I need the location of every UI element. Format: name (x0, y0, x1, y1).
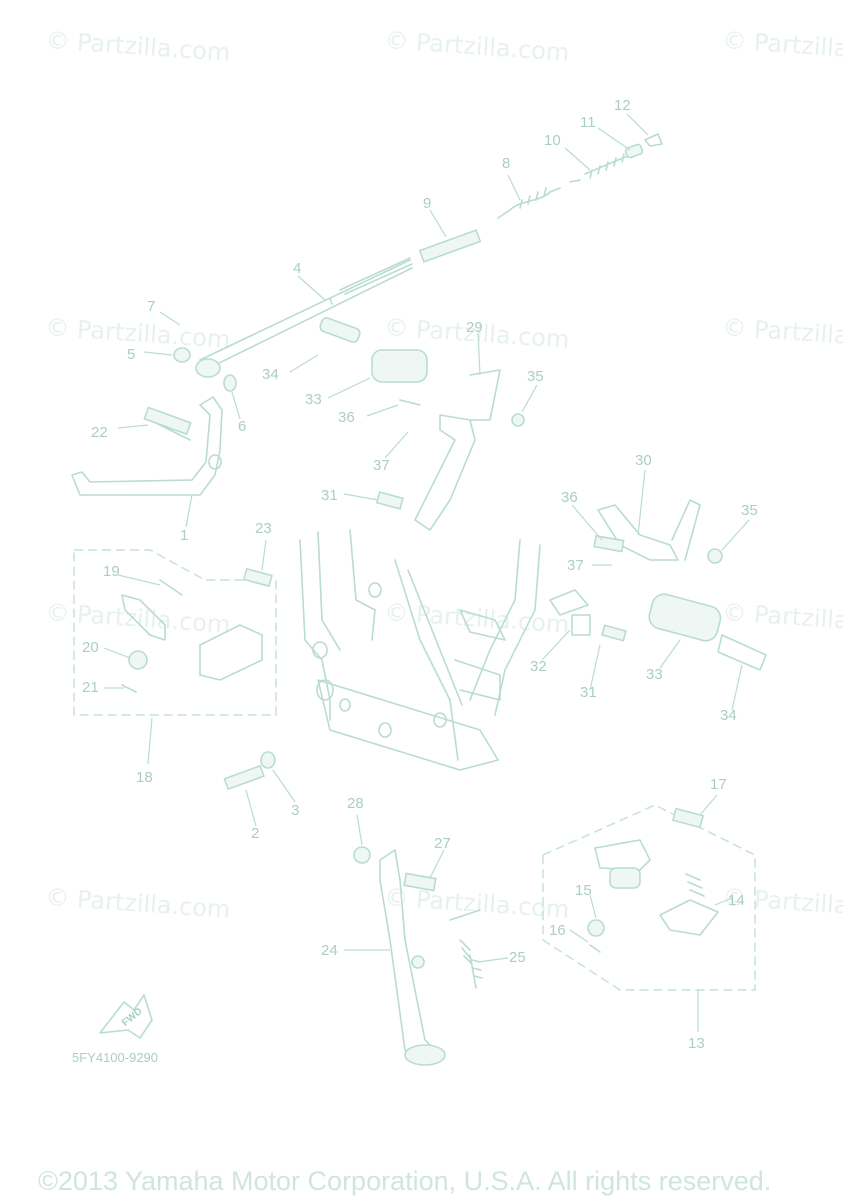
pivot-bolt-set (223, 751, 276, 791)
callout-36: 36 (561, 489, 578, 506)
watermark: © Partzilla.com (722, 598, 843, 639)
callout-37: 37 (567, 557, 584, 574)
callout-30: 30 (635, 452, 652, 469)
watermark: © Partzilla.com (722, 313, 843, 354)
callout-31: 31 (580, 684, 597, 701)
passenger-footrest-assembly (587, 807, 719, 953)
left-footrest-assembly (121, 567, 273, 693)
callout-24: 24 (321, 942, 338, 959)
callout-22: 22 (91, 424, 108, 441)
callout-2: 2 (251, 825, 259, 842)
callout-21: 21 (82, 679, 99, 696)
callout-9: 9 (423, 195, 431, 212)
forward-arrow: FWD (99, 994, 153, 1039)
callout-33: 33 (646, 666, 663, 683)
callout-15: 15 (575, 882, 592, 899)
callout-1: 1 (180, 527, 188, 544)
callout-17: 17 (710, 776, 727, 793)
callout-23: 23 (255, 520, 272, 537)
assembly-group-boxes (73, 549, 756, 991)
watermark: © Partzilla.com (45, 883, 232, 924)
shift-pedal (319, 317, 525, 531)
brake-rod-assembly (173, 133, 663, 392)
callout-7: 7 (147, 298, 155, 315)
callout-11: 11 (580, 114, 596, 131)
callout-28: 28 (347, 795, 364, 812)
right-footrest-assembly (549, 499, 767, 671)
callout-6: 6 (238, 418, 246, 435)
watermark: © Partzilla.com (722, 26, 843, 67)
callout-27: 27 (434, 835, 451, 852)
callout-8: 8 (502, 155, 510, 172)
callout-numbers: 1 2 3 4 5 6 7 8 9 10 11 12 13 14 15 16 1… (82, 97, 758, 1052)
watermark: © Partzilla.com (45, 26, 232, 67)
callout-3: 3 (291, 802, 299, 819)
callout-37: 37 (373, 457, 390, 474)
assembly-box-13 (542, 804, 756, 991)
watermark: © Partzilla.com (45, 598, 232, 639)
callout-10: 10 (544, 132, 561, 149)
callout-16: 16 (549, 922, 566, 939)
callout-36: 36 (338, 409, 355, 426)
callout-14: 14 (728, 892, 745, 909)
leader-lines (103, 113, 750, 1032)
callout-35: 35 (527, 368, 544, 385)
watermark: © Partzilla.com (45, 313, 232, 354)
callout-20: 20 (82, 639, 99, 656)
callout-34: 34 (262, 366, 279, 383)
callout-12: 12 (614, 97, 631, 114)
callout-35: 35 (741, 502, 758, 519)
sidestand-assembly (353, 846, 483, 1066)
diagram-code: 5FY4100-9290 (72, 1050, 158, 1065)
callout-25: 25 (509, 949, 526, 966)
callout-13: 13 (688, 1035, 705, 1052)
callout-4: 4 (293, 260, 301, 277)
callout-32: 32 (530, 658, 547, 675)
watermark: © Partzilla.com (384, 26, 571, 67)
frame-assembly (299, 529, 541, 771)
callout-5: 5 (127, 346, 135, 363)
callout-19: 19 (103, 563, 120, 580)
brake-pedal (71, 396, 223, 496)
copyright-notice: ©2013 Yamaha Motor Corporation, U.S.A. A… (38, 1166, 771, 1196)
callout-18: 18 (136, 769, 153, 786)
callout-31: 31 (321, 487, 338, 504)
callout-29: 29 (466, 319, 483, 336)
callout-34: 34 (720, 707, 737, 724)
fwd-label: FWD (120, 1006, 145, 1029)
callout-33: 33 (305, 391, 322, 408)
assembly-box-18 (73, 549, 277, 716)
